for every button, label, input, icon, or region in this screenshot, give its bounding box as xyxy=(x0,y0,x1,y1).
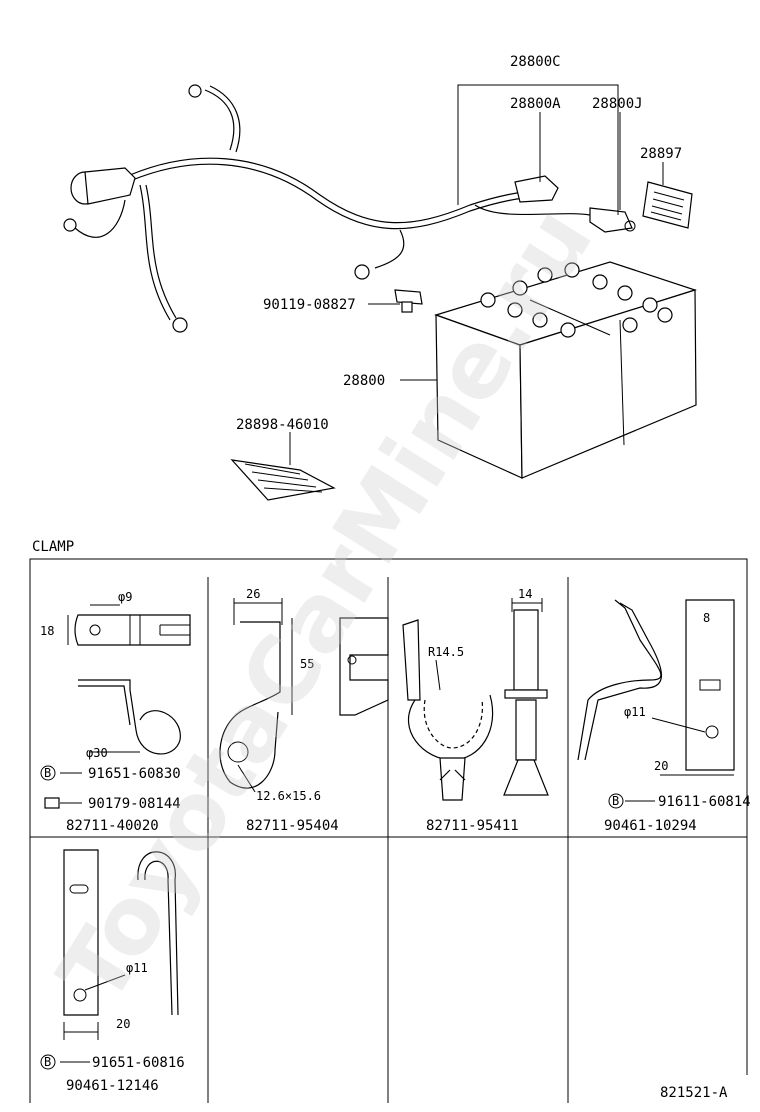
part-82711-95404: 82711-95404 xyxy=(246,818,339,834)
clamp-cell-82711-40020 xyxy=(44,604,191,809)
battery-illustration xyxy=(434,261,697,479)
dim-phi30: φ30 xyxy=(86,746,108,760)
dim-phi11-a: φ11 xyxy=(624,705,646,719)
dim-14: 14 xyxy=(518,587,532,601)
top-leader-lines xyxy=(289,84,664,465)
dim-12-6x15-6: 12.6×15.6 xyxy=(256,789,321,803)
dim-8: 8 xyxy=(703,611,710,625)
clamp-section-title: CLAMP xyxy=(32,539,74,555)
b-marker-2 xyxy=(608,793,624,809)
b-marker-1 xyxy=(40,765,56,781)
b-marker-3 xyxy=(40,1054,56,1070)
dim-phi11-b: φ11 xyxy=(126,961,148,975)
dim-26: 26 xyxy=(246,587,260,601)
clamp-cell-82711-95404 xyxy=(219,598,389,793)
part-90461-10294: 90461-10294 xyxy=(604,818,697,834)
watermark: ToyotaCarMine.ru xyxy=(38,189,613,1021)
clamp-grid xyxy=(29,558,748,1103)
clamp-cell-90461-10294 xyxy=(577,599,735,802)
callout-91651-60816: 91651-60816 xyxy=(92,1055,185,1071)
part-82711-40020: 82711-40020 xyxy=(66,818,159,834)
callout-91651-60830: 91651-60830 xyxy=(88,766,181,782)
callout-28800j: 28800J xyxy=(592,96,643,112)
dim-20-a: 20 xyxy=(654,759,668,773)
callout-28898-46010: 28898-46010 xyxy=(236,417,329,433)
figure-id: 821521-A xyxy=(660,1085,728,1101)
dim-55: 55 xyxy=(300,657,314,671)
battery-cable-assembly xyxy=(63,84,697,501)
clamp-cell-82711-95411 xyxy=(402,598,549,801)
part-82711-95411: 82711-95411 xyxy=(426,818,519,834)
b-marker-label-2: B xyxy=(612,794,619,808)
b-marker-label-3: B xyxy=(44,1055,51,1069)
b-marker-label-1: B xyxy=(44,766,51,780)
dim-18: 18 xyxy=(40,624,54,638)
part-90461-12146: 90461-12146 xyxy=(66,1078,159,1094)
dim-20-b: 20 xyxy=(116,1017,130,1031)
callout-28800: 28800 xyxy=(343,373,385,389)
callout-91611-60814: 91611-60814 xyxy=(658,794,751,810)
callout-90119-08827: 90119-08827 xyxy=(263,297,356,313)
clamp-cell-90461-12146 xyxy=(60,849,179,1063)
dim-phi9: φ9 xyxy=(118,590,132,604)
callout-28897: 28897 xyxy=(640,146,682,162)
callout-28800a: 28800A xyxy=(510,96,561,112)
callout-28800c: 28800C xyxy=(510,54,561,70)
callout-90179-08144: 90179-08144 xyxy=(88,796,181,812)
dim-r14-5: R14.5 xyxy=(428,645,464,659)
